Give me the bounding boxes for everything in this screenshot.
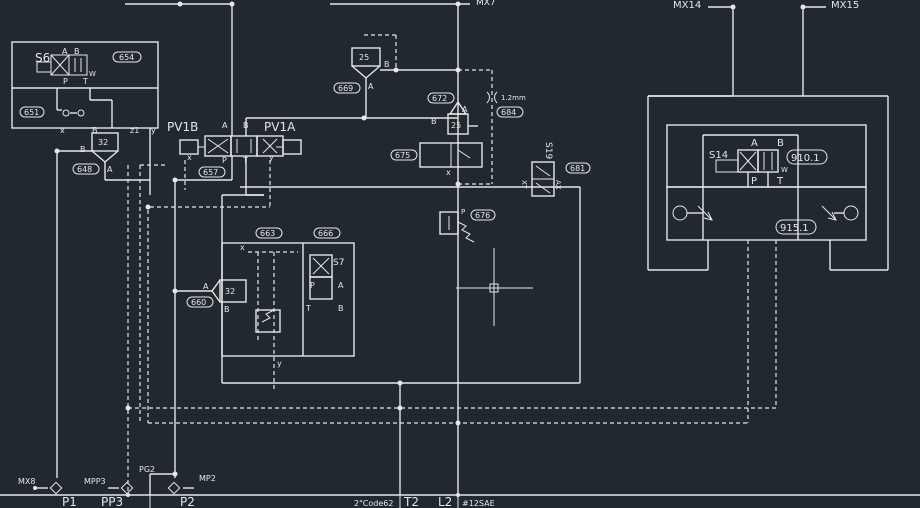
s14-port-w: W	[781, 166, 788, 174]
pilot-cylinder-648: 32 B A B 648	[54, 126, 151, 195]
pv1-port-a: A	[222, 121, 228, 130]
port-l2: L2	[438, 495, 452, 508]
tag-657: 657	[203, 168, 218, 177]
cart-672-a: A	[462, 105, 468, 114]
cyl-648-b: B	[92, 126, 98, 135]
tag-651: 651	[24, 108, 39, 117]
s14-port-b: B	[777, 138, 784, 149]
s6-port-a: A	[62, 47, 68, 56]
pilot-cylinder-660: 32 A B 660	[172, 279, 247, 314]
port-mx8: MX8	[18, 477, 35, 486]
tag-669: 669	[338, 84, 353, 93]
port-mp2: MP2	[199, 474, 216, 483]
port-p2: P2	[180, 495, 195, 508]
s6-port-b: B	[74, 47, 80, 56]
port-t2: T2	[403, 495, 419, 508]
s14-port-t: T	[776, 176, 784, 187]
shuttle-valve: x z1 y	[56, 88, 156, 135]
relief-valve-676: 676 P	[439, 208, 496, 243]
port-pg2: PG2	[139, 465, 155, 474]
s7-label: S7	[333, 258, 344, 268]
s14-label: S14	[709, 150, 728, 161]
pv1b-label: PV1B	[167, 120, 198, 134]
cart-672-b: B	[431, 117, 437, 126]
cyl-660-size: 32	[225, 287, 235, 296]
port-pp3: PP3	[101, 495, 123, 508]
relief-port-p: P	[461, 208, 465, 216]
pv1-port-p: P	[222, 156, 227, 165]
crosshair-cursor	[456, 248, 533, 326]
tag-675: 675	[395, 151, 410, 160]
s7-port-a: A	[338, 281, 344, 290]
cyl-648-b2: B	[80, 145, 86, 154]
tag-915-1: 915.1	[780, 223, 809, 234]
s6-port-p: P	[63, 77, 68, 86]
tag-663: 663	[260, 229, 275, 238]
tag-654: 654	[119, 53, 134, 62]
port-p1: P1	[62, 495, 77, 508]
s14-port-a: A	[751, 138, 758, 149]
s7-port-t: T	[305, 304, 311, 313]
port-y-left: y	[151, 126, 156, 135]
s7-port-p: P	[310, 281, 315, 290]
block-x: x	[240, 243, 245, 252]
s19-valve: S19 681 AX XT	[520, 142, 591, 197]
s14-module: S14 A B P T W 910.1 915.1	[647, 95, 889, 271]
pv1-valve: PV1B PV1A A B P T x y 657	[167, 115, 581, 384]
tag-681: 681	[570, 164, 585, 173]
bottom-ports: MX8 P1 MPP3 PP3 PG2 P2 MP2 2"Code62 T2 L…	[0, 465, 920, 508]
s6-valve-block: S6 A B P T W 654 651	[11, 41, 159, 129]
tag-910-1: 910.1	[791, 153, 820, 164]
shuttle-x: x	[60, 126, 65, 135]
cartridge-672: 672 25 B A	[427, 92, 478, 135]
tag-660: 660	[191, 298, 206, 307]
port-mx15: MX15	[831, 0, 859, 11]
orifice-684: 1.2mm 684	[486, 91, 526, 118]
cyl-660-b: B	[224, 305, 230, 314]
port-mx7: MX7	[476, 0, 496, 8]
port-code62: 2"Code62	[354, 499, 393, 508]
pv1-port-t: T	[242, 156, 248, 165]
cyl-648-a: A	[107, 165, 113, 174]
cyl-660-a: A	[203, 282, 209, 291]
s19-label: S19	[543, 142, 553, 159]
tag-684: 684	[501, 108, 516, 117]
tag-648: 648	[77, 165, 92, 174]
tag-676: 676	[475, 211, 490, 220]
s19-port-ax: AX	[554, 180, 562, 190]
pilot-lines	[125, 160, 777, 495]
s6-port-t: T	[82, 77, 88, 86]
cart-672-size: 25	[451, 121, 461, 130]
pv1-port-x: x	[187, 153, 192, 162]
block-y: y	[277, 359, 282, 368]
s7-port-b: B	[338, 304, 344, 313]
cyl-669-a: A	[368, 82, 374, 91]
cyl-648-size: 32	[98, 138, 108, 147]
valve-675-x: x	[446, 168, 451, 177]
main-lines	[56, 151, 403, 495]
orifice-size: 1.2mm	[501, 94, 526, 102]
cyl-669-size: 25	[359, 53, 369, 62]
valve-675: 675 x	[390, 142, 492, 187]
port-mx14: MX14	[673, 0, 701, 11]
pv1-port-y: y	[269, 153, 274, 162]
pilot-cylinder-669: 25 B A 669	[333, 34, 493, 184]
pv1a-label: PV1A	[264, 120, 296, 134]
s6-port-w: W	[89, 70, 96, 78]
cyl-669-b: B	[384, 60, 390, 69]
top-lines: MX7 MX14 MX15	[125, 0, 859, 495]
s19-port-xt: XT	[520, 180, 528, 190]
s14-port-p: P	[751, 176, 757, 187]
port-12sae: #12SAE	[462, 499, 495, 508]
port-z1: z1	[130, 126, 139, 135]
tag-672: 672	[432, 94, 447, 103]
port-mpp3: MPP3	[84, 477, 106, 486]
valve-block-663-666: 663 666 x y S7 P A T B	[221, 227, 355, 390]
tag-666: 666	[318, 229, 333, 238]
